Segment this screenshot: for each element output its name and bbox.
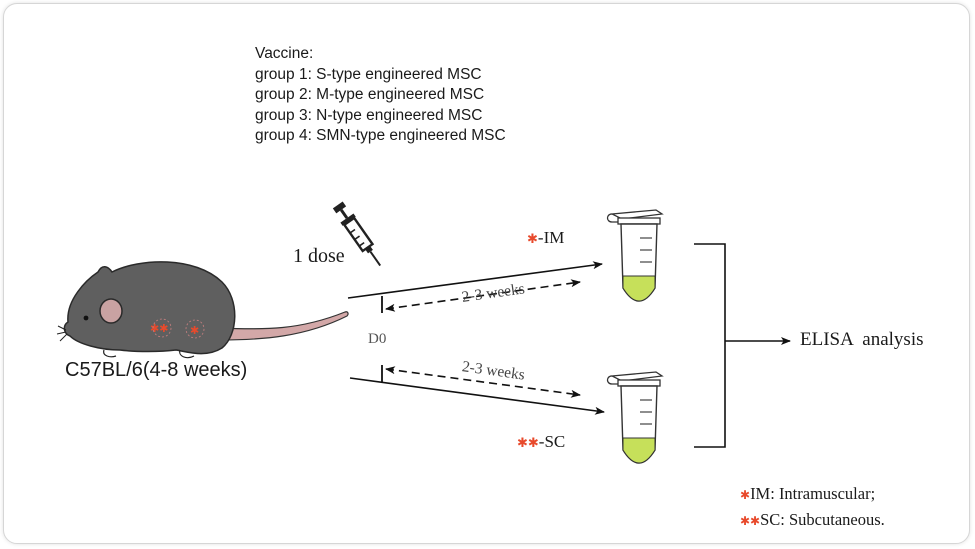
injection-site-im: ✱✱ xyxy=(150,318,172,338)
route-im-text: -IM xyxy=(537,228,565,247)
day-label: D0 xyxy=(368,331,387,347)
sc-interval-arrow xyxy=(385,366,581,398)
mouse-whiskers xyxy=(56,325,68,342)
vaccine-group-4: group 4: SMN-type engineered MSC xyxy=(255,127,506,144)
legend-sc-text: SC: Subcutaneous. xyxy=(760,510,885,529)
vaccine-group-3: group 3: N-type engineered MSC xyxy=(255,106,483,124)
vaccine-group-2: group 2: M-type engineered MSC xyxy=(255,86,485,103)
vaccine-group-1: group 1: S-type engineered MSC xyxy=(255,65,482,83)
tube-icon-sc xyxy=(606,371,664,464)
svg-text:✱✱: ✱✱ xyxy=(150,322,168,335)
mouse-eye xyxy=(83,315,89,321)
elisa-analysis-label: ELISA analysis xyxy=(800,329,924,350)
mouse-ear xyxy=(99,298,123,324)
im-star-icon: ✱ xyxy=(527,232,538,247)
legend-im-text: IM: Intramuscular; xyxy=(750,484,876,503)
injection-site-sc: ✱ xyxy=(185,319,205,339)
vaccine-title: Vaccine: xyxy=(255,45,314,62)
sc-arrow xyxy=(349,377,605,415)
im-interval-arrow xyxy=(385,279,581,312)
legend-im: ✱IM: Intramuscular; xyxy=(740,484,875,504)
syringe-icon xyxy=(332,201,382,267)
sc-star-icon: ✱✱ xyxy=(517,436,539,451)
route-sc-text: -SC xyxy=(538,432,566,451)
mouse-icon: ✱✱ ✱ xyxy=(56,261,349,359)
tube-icon-im xyxy=(606,209,664,302)
legend-sc-star-icon: ✱✱ xyxy=(740,514,761,528)
bracket xyxy=(694,243,726,448)
svg-text:✱: ✱ xyxy=(190,324,199,337)
legend-im-star-icon: ✱ xyxy=(740,488,751,502)
mouse-body xyxy=(63,261,236,355)
legend-sc: ✱✱SC: Subcutaneous. xyxy=(740,510,885,530)
dose-label: 1 dose xyxy=(293,245,345,267)
mouse-feet xyxy=(103,349,195,359)
mouse-tail xyxy=(219,311,349,341)
route-sc-label: ✱✱-SC xyxy=(517,432,565,452)
mouse-label: C57BL/6(4-8 weeks) xyxy=(65,359,248,381)
vaccine-list: Vaccine: group 1: S-type engineered MSC … xyxy=(255,44,506,147)
route-im-label: ✱-IM xyxy=(527,228,564,248)
